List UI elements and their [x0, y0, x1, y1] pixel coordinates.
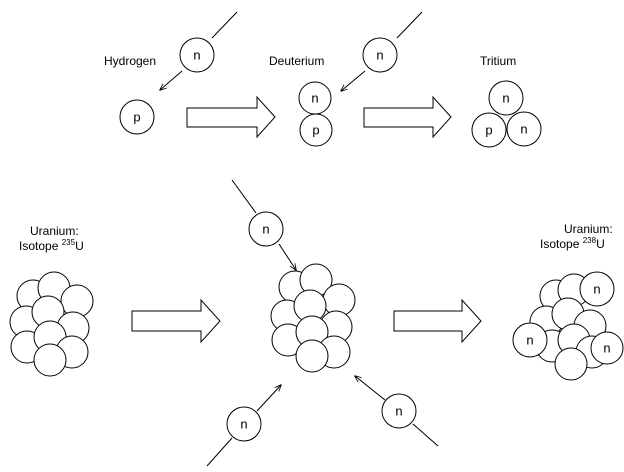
uranium-238-mass: 238 — [583, 236, 597, 245]
neutron-center-right-label: n — [395, 404, 402, 419]
neutron-center-bottom — [226, 406, 262, 442]
neutron-arrow-center-right — [355, 376, 386, 401]
neutron-center-top-label: n — [262, 222, 269, 237]
neutron-arrow-center-bottom — [256, 385, 281, 412]
proton-hydrogen-label: p — [133, 110, 140, 125]
neutron-center-right — [381, 393, 417, 429]
nucleus-deuterium-proton-label: p — [312, 123, 319, 138]
process-arrow-1 — [186, 95, 276, 139]
uranium-238-neutron-left-label: n — [526, 333, 533, 348]
process-arrow-3 — [131, 298, 221, 344]
uranium-235-label-line1: Uranium: — [30, 224, 79, 238]
uranium-238-neutron-left — [512, 322, 548, 358]
uranium-235-label-line2: Isotope 235U — [19, 238, 84, 253]
tritium-label: Tritium — [480, 54, 516, 68]
deuterium-label: Deuterium — [269, 54, 324, 68]
uranium-238-neutron-right-label: n — [603, 341, 610, 356]
process-arrow-4 — [393, 298, 482, 344]
nucleus-tritium-neutron-top-label: n — [502, 91, 509, 106]
nucleus-tritium-neutron-top — [488, 80, 524, 116]
neutron-path-hydrogen — [211, 11, 238, 39]
uranium-238-prefix: Isotope — [540, 237, 583, 251]
neutron-arrow-hydrogen — [160, 70, 183, 90]
neutron-path-deuterium — [396, 11, 423, 39]
neutron-arrow-deuterium — [341, 70, 366, 91]
nucleus-tritium-proton — [471, 112, 507, 148]
neutron-arrow-center-top — [278, 243, 296, 270]
neutron-deuterium — [362, 37, 398, 73]
nucleus-deuterium-proton — [299, 113, 333, 147]
neutron-path-center-bottom — [206, 437, 233, 467]
neutron-path-center-top — [231, 179, 257, 214]
uranium-238-label-line1: Uranium: — [564, 222, 613, 236]
nucleus-tritium-neutron-right — [506, 111, 542, 147]
neutron-hydrogen — [179, 37, 215, 73]
uranium-238-label-line2: Isotope 238U — [540, 236, 605, 251]
uranium-238-neutron-top-label: n — [593, 282, 600, 297]
proton-hydrogen — [119, 99, 155, 135]
neutron-center-bottom-label: n — [240, 417, 247, 432]
uranium-238-neutron-top — [579, 271, 615, 307]
uranium-center-nucleus — [270, 263, 356, 373]
nucleus-tritium-neutron-right-label: n — [520, 122, 527, 137]
uranium-238-symbol: U — [596, 237, 605, 251]
nucleus-tritium-proton-label: p — [485, 123, 492, 138]
uranium-235-mass: 235 — [62, 238, 76, 247]
uranium-235-prefix: Isotope — [19, 239, 62, 253]
neutron-deuterium-label: n — [376, 48, 383, 63]
process-arrow-2 — [363, 95, 452, 139]
uranium-238-neutron-right — [590, 331, 624, 365]
uranium-235-symbol: U — [75, 239, 84, 253]
neutron-path-center-right — [412, 423, 439, 447]
neutron-center-top — [248, 211, 284, 247]
neutron-hydrogen-label: n — [193, 48, 200, 63]
nucleus-deuterium-neutron-label: n — [311, 91, 318, 106]
hydrogen-label: Hydrogen — [104, 54, 156, 68]
uranium-235-nucleus — [9, 271, 94, 377]
